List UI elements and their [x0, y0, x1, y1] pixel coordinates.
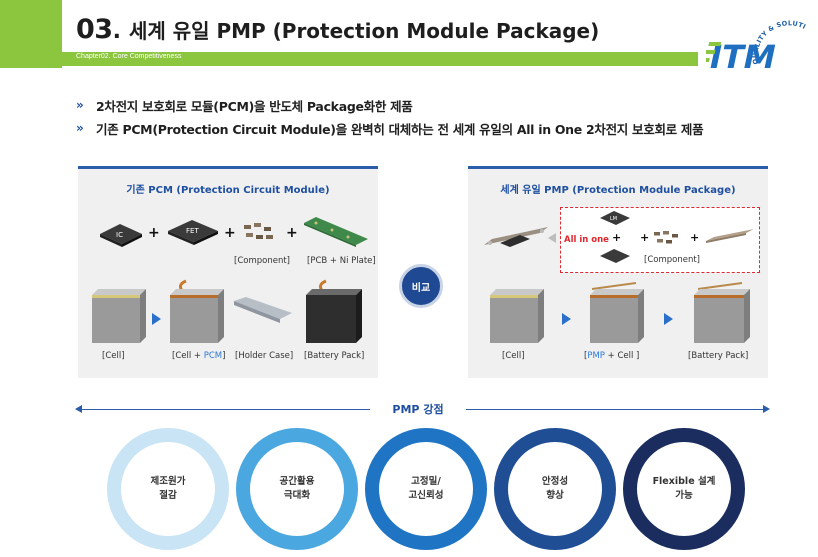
- bullet-text: 기존 PCM(Protection Circuit Module)을 완벽히 대…: [96, 121, 704, 137]
- bullet-item: » 2차전지 보호회로 모듈(PCM)을 반도체 Package화한 제품: [76, 95, 703, 115]
- pcb-caption: [PCB + Ni Plate]: [307, 256, 376, 266]
- page-title: 03 . 세계 유일 PMP (Protection Module Packag…: [76, 14, 599, 45]
- intro-bullets: » 2차전지 보호회로 모듈(PCM)을 반도체 Package화한 제품 » …: [76, 95, 704, 141]
- pcm-panel-title: 기존 PCM (Protection Circuit Module): [126, 185, 330, 196]
- section-dot: .: [112, 19, 121, 44]
- arrow-right-icon: [763, 405, 770, 413]
- cell-image: [490, 289, 544, 343]
- cell-caption: [Cell]: [102, 351, 125, 361]
- strength-label: 고정밀/고신뢰성: [379, 442, 473, 536]
- pmp-cell-caption: [PMP + Cell ]: [584, 351, 640, 361]
- component-parts-icon: [654, 231, 678, 244]
- bullet-item: » 기존 PCM(Protection Circuit Module)을 완벽히…: [76, 118, 704, 138]
- plus-icon: +: [690, 231, 700, 244]
- section-number: 03: [76, 14, 113, 45]
- holder-case-image: [234, 297, 292, 323]
- header-accent-block: [0, 0, 62, 68]
- pcm-panel: 기존 PCM (Protection Circuit Module) IC + …: [78, 166, 378, 378]
- component-caption: [Component]: [644, 255, 700, 265]
- double-chevron-icon: »: [76, 98, 84, 112]
- plus-icon: +: [612, 231, 622, 244]
- compare-badge: 비교: [399, 264, 443, 308]
- strength-circle: 고정밀/고신뢰성: [365, 428, 487, 550]
- svg-text:LM: LM: [610, 216, 617, 222]
- divider-line: [80, 409, 370, 410]
- pmp-module-image: [484, 227, 548, 247]
- pcb-plate-icon: [304, 217, 368, 247]
- divider-line: [466, 409, 766, 410]
- plus-icon: +: [224, 225, 236, 241]
- cell-pcm-image: [170, 279, 224, 343]
- double-chevron-icon: »: [76, 121, 84, 135]
- holder-case-caption: [Holder Case]: [235, 351, 294, 361]
- strengths-heading: PMP 강점: [392, 403, 444, 416]
- plus-icon: +: [286, 225, 298, 241]
- header-subtitle-bar: [62, 52, 698, 66]
- ic-chip-icon: IC: [100, 224, 142, 247]
- fet-chip-icon: FET: [168, 220, 218, 245]
- pmp-panel-title: 세계 유일 PMP (Protection Module Package): [500, 185, 736, 196]
- battery-pack-image: [694, 282, 750, 343]
- battery-pack-caption: [Battery Pack]: [688, 351, 749, 361]
- component-caption: [Component]: [234, 256, 290, 266]
- fet-chip-icon: [600, 249, 630, 263]
- all-in-one-label: All in one: [564, 235, 609, 245]
- pmp-panel: 세계 유일 PMP (Protection Module Package) Al…: [468, 166, 768, 378]
- battery-pack-caption: [Battery Pack]: [304, 351, 365, 361]
- arrow-right-icon: [152, 313, 161, 325]
- ic-chip-icon: LM: [600, 211, 630, 225]
- bullet-text: 2차전지 보호회로 모듈(PCM)을 반도체 Package화한 제품: [96, 98, 413, 114]
- section-title: 세계 유일 PMP (Protection Module Package): [128, 19, 600, 43]
- nickel-strip-icon: [706, 229, 754, 243]
- component-parts-icon: [244, 223, 273, 239]
- svg-text:IC: IC: [116, 231, 123, 239]
- svg-text:FET: FET: [186, 227, 199, 235]
- pmp-cell-image: [590, 282, 644, 343]
- arrow-left-icon: [75, 405, 82, 413]
- battery-pack-image: [306, 279, 362, 343]
- itm-logo: QUALITY & SOLUTION ITM: [706, 10, 807, 72]
- plus-icon: +: [148, 225, 160, 241]
- arrow-right-icon: [664, 313, 673, 325]
- cell-pcm-caption: [Cell + PCM]: [172, 351, 226, 361]
- arrow-left-icon: [548, 233, 556, 243]
- cell-caption: [Cell]: [502, 351, 525, 361]
- chapter-subtitle: Chapter02. Core Competitiveness: [76, 53, 182, 60]
- cell-image: [92, 289, 146, 343]
- plus-icon: +: [640, 231, 650, 244]
- arrow-right-icon: [562, 313, 571, 325]
